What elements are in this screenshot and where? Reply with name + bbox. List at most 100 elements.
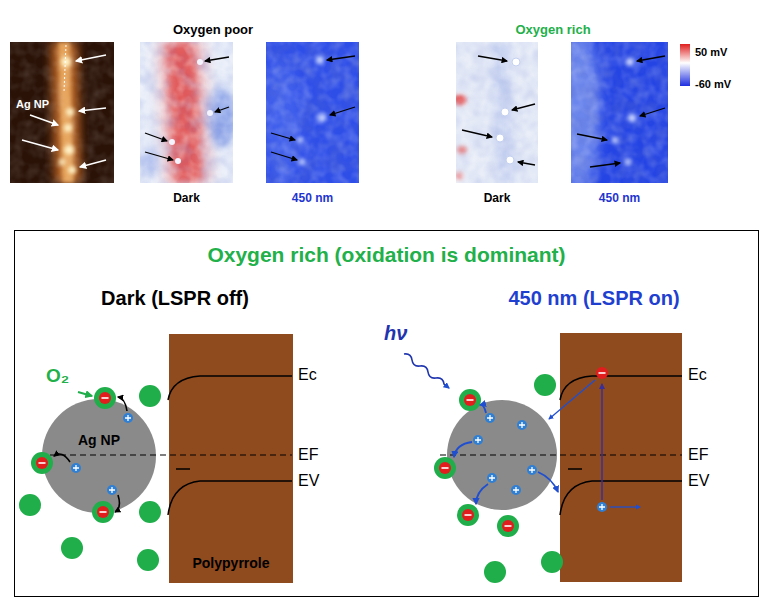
potential-map-image	[140, 147, 160, 177]
pointer-arrows	[79, 108, 106, 111]
adsorption-arrow	[78, 392, 92, 396]
silver-nanoparticle-fill	[42, 399, 156, 513]
potential-map: Dark	[456, 42, 538, 207]
nanoparticle-spots	[66, 108, 74, 116]
text-holder: EF	[688, 446, 708, 464]
condition-title: Oxygen rich	[515, 23, 590, 38]
oxygen-molecules	[31, 452, 53, 474]
band-label: Ec	[688, 366, 707, 384]
charge-transfer-arrows	[476, 484, 488, 504]
pointer-arrows	[145, 152, 173, 160]
potential-map-image	[571, 42, 668, 183]
potential-map-image	[175, 158, 181, 164]
band-lines	[560, 376, 682, 400]
pointer-arrows	[271, 152, 297, 160]
scale-value: 50 mV	[695, 46, 727, 59]
pointer-arrows	[22, 140, 58, 150]
potential-map: 450 nm	[571, 42, 668, 207]
potential-map-image	[457, 146, 467, 154]
band-lines	[568, 468, 582, 470]
charge-transfer-arrows	[454, 442, 472, 457]
oxygen-molecules	[92, 501, 114, 523]
potential-map-image	[571, 42, 668, 183]
excited-electron	[596, 367, 608, 379]
pointer-arrows	[215, 107, 229, 112]
potential-map-image	[266, 42, 359, 183]
potential-map-image	[299, 159, 305, 165]
text-holder: 450 nm	[571, 188, 668, 206]
potential-map-image	[207, 110, 213, 116]
potential-map-image	[571, 42, 668, 183]
oxygen-molecules	[457, 504, 479, 526]
electron-transfer-arrow	[549, 380, 595, 419]
pointer-arrows	[22, 55, 106, 167]
potential-map-image	[456, 172, 463, 180]
nanoparticle-spots	[59, 57, 76, 174]
afm-ground	[10, 42, 114, 183]
potential-map-image	[140, 42, 233, 183]
band-label: EF	[688, 446, 708, 464]
potential-map-image	[625, 159, 631, 165]
charge-transfer-arrows	[54, 454, 70, 462]
pointer-arrows	[271, 56, 355, 160]
map-caption: 450 nm	[599, 192, 640, 206]
oxygen-molecules	[497, 515, 519, 537]
hole-charges	[123, 413, 133, 423]
excited-hole	[597, 502, 607, 512]
potential-map-image	[456, 42, 538, 183]
charge-transfer-arrows	[118, 397, 127, 411]
text-holder: Oxygen rich (oxidation is dominant)	[15, 243, 758, 267]
text-holder: Ec	[298, 366, 317, 384]
potential-map-image	[456, 42, 538, 183]
pointer-arrows	[145, 133, 167, 141]
potential-map-image	[496, 58, 520, 164]
panel-title: Oxygen rich (oxidation is dominant)	[207, 243, 565, 267]
band-lines	[40, 376, 292, 515]
potential-map-image	[316, 56, 324, 64]
potential-map-image	[626, 58, 634, 66]
profile-line	[64, 45, 66, 92]
charge-transfer-arrows	[538, 472, 558, 492]
hole-charges	[473, 435, 483, 445]
potential-map-image	[501, 108, 509, 116]
band-label: EF	[298, 446, 318, 464]
potential-map: Dark	[140, 42, 233, 207]
oxygen-molecules	[94, 387, 116, 409]
potential-map-image	[140, 42, 233, 183]
hole-charges	[107, 485, 117, 495]
silver-nanoparticle-outline	[42, 399, 156, 513]
hole-charges	[485, 413, 495, 423]
pointer-arrows	[80, 160, 106, 167]
potential-map-image	[612, 58, 636, 165]
potential-map-image	[571, 42, 600, 183]
afm-image-frame: Ag NP	[10, 42, 114, 183]
pointer-arrows	[462, 130, 492, 137]
band-lines	[40, 454, 292, 455]
nanoparticle-spots	[61, 57, 71, 67]
band-lines	[440, 376, 682, 515]
state-heading: Dark (LSPR off)	[101, 287, 249, 310]
charge-transfer-arrows	[454, 405, 558, 504]
potential-map-image	[266, 42, 359, 183]
band-label: Ec	[298, 366, 317, 384]
potential-map-image	[266, 42, 359, 183]
oxygen-molecules	[19, 385, 161, 571]
condition-title: Oxygen poor	[173, 23, 253, 38]
pointer-arrows	[30, 115, 58, 125]
potential-map-image	[297, 56, 326, 165]
text-holder: EV	[298, 472, 319, 490]
pointer-arrows	[577, 134, 607, 140]
potential-map: 450 nm	[266, 42, 359, 207]
band-lines	[168, 481, 292, 515]
map-caption: Dark	[484, 192, 511, 206]
pointer-arrows	[330, 107, 355, 115]
text-holder: 450 nm (LSPR on)	[508, 287, 679, 310]
potential-map-image	[197, 59, 203, 65]
band-lines	[168, 376, 292, 400]
oxygen-molecules	[459, 389, 481, 411]
text-holder: Dark (LSPR off)	[101, 287, 249, 310]
potential-map-image	[208, 88, 233, 148]
polypyrrole-block	[560, 333, 682, 582]
pointer-arrows	[478, 56, 507, 61]
